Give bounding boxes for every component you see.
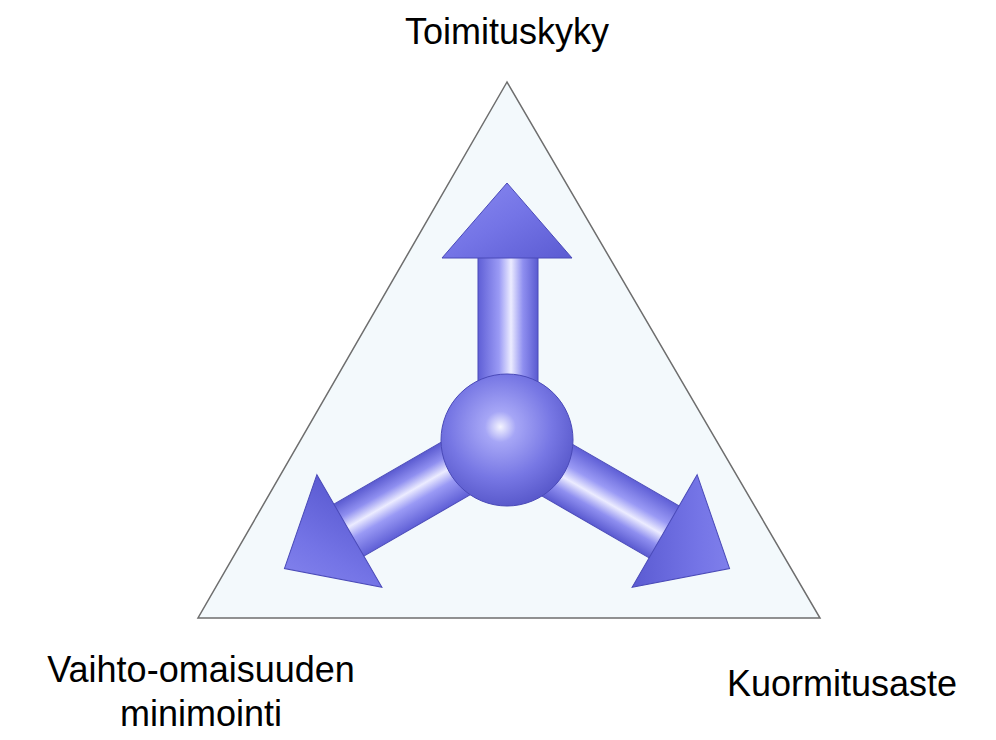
vertex-label: Kuormitusaste <box>694 662 990 706</box>
center-sphere <box>441 374 573 506</box>
triangle-outline <box>198 82 820 618</box>
arrow-up <box>442 183 572 390</box>
vertex-label: Vaihto-omaisuuden minimointi <box>5 648 397 736</box>
vertex-label: Toimituskyky <box>330 10 684 54</box>
